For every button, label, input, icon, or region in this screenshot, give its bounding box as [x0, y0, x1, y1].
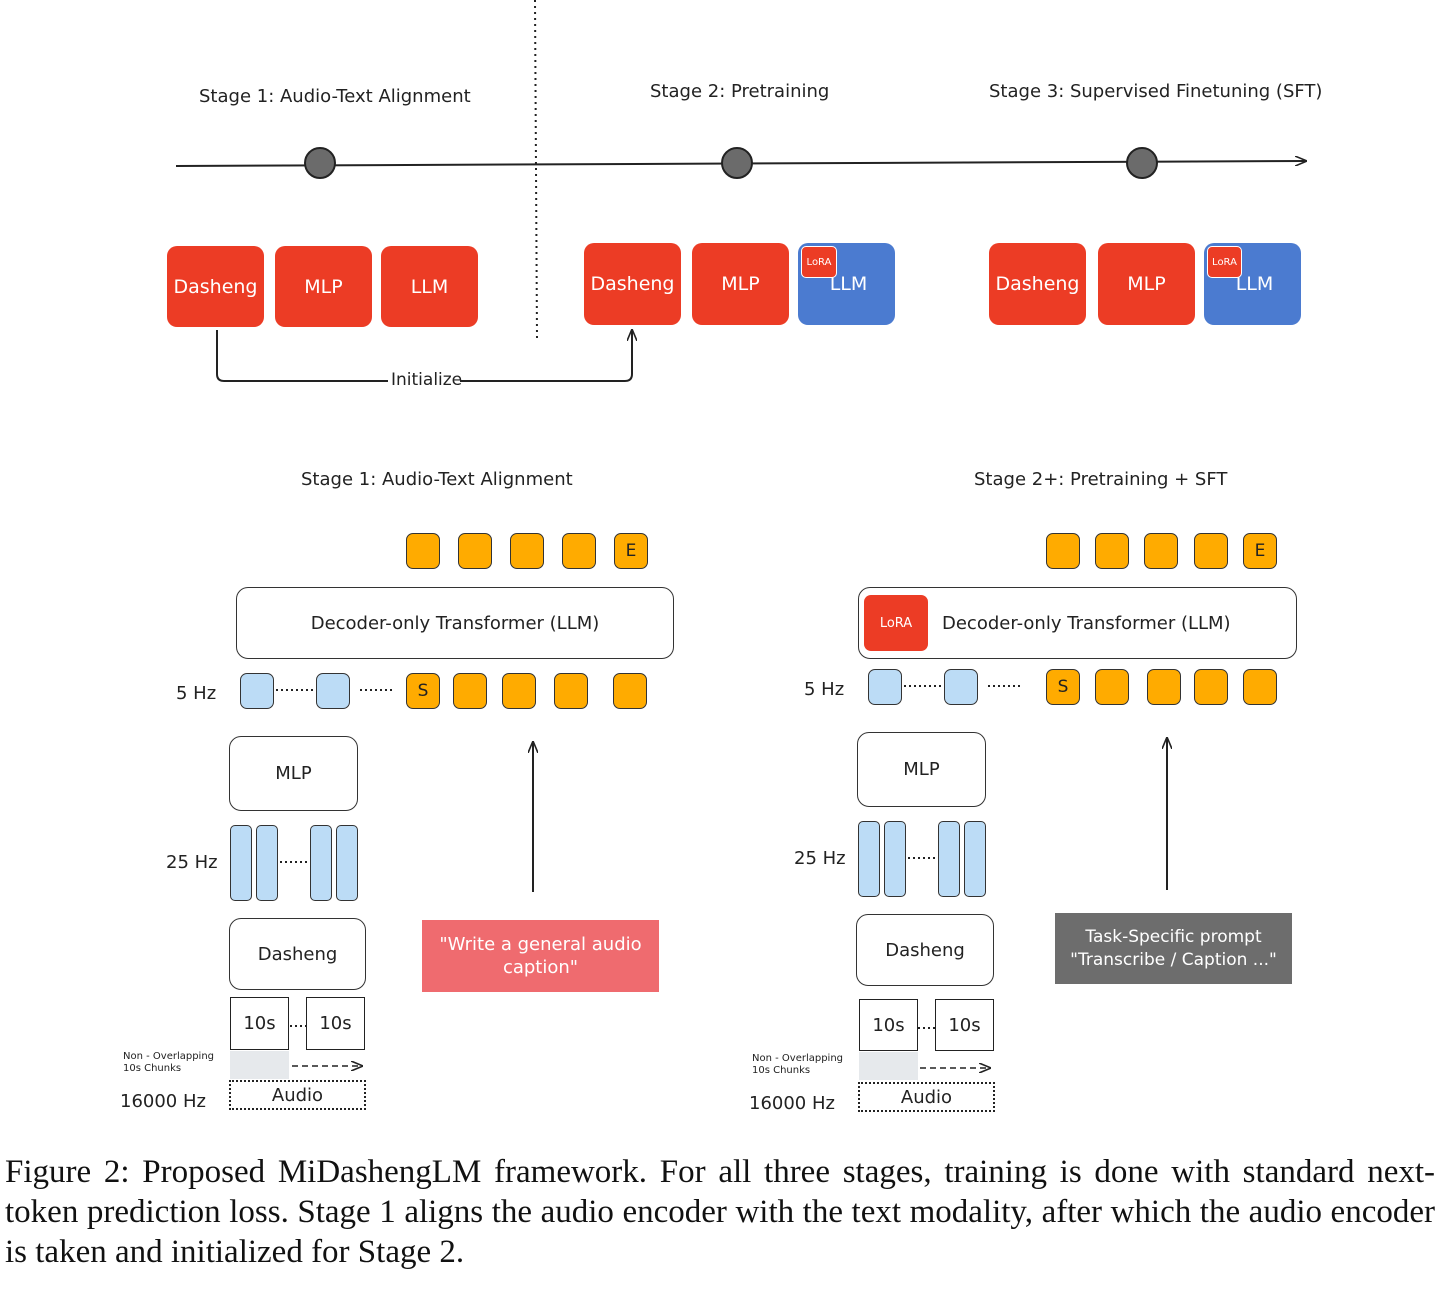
right-chunk-1: 10s — [859, 999, 918, 1051]
left-chunk-window — [230, 1051, 289, 1079]
left-transformer-box: Decoder-only Transformer (LLM) — [236, 587, 674, 659]
top-stage3-title: Stage 3: Supervised Finetuning (SFT) — [989, 81, 1323, 102]
left-encoder-frame — [230, 825, 252, 901]
stage2-dasheng-block: Dasheng — [584, 243, 681, 325]
right-encoder-frame — [938, 821, 960, 897]
stage1-mlp-block: MLP — [275, 246, 372, 327]
left-chunk-2: 10s — [306, 997, 365, 1050]
left-output-token — [562, 533, 596, 569]
initialize-label: Initialize — [391, 370, 463, 390]
right-audio-box: Audio — [858, 1082, 995, 1112]
left-dasheng-box: Dasheng — [229, 918, 366, 990]
left-text-token — [613, 673, 647, 709]
right-transformer-box: LoRA Decoder-only Transformer (LLM) — [858, 587, 1297, 659]
right-rate-25hz: 25 Hz — [794, 848, 846, 869]
right-output-token — [1194, 533, 1228, 569]
stage1-llm-block: LLM — [381, 246, 478, 327]
top-stage2-title: Stage 2: Pretraining — [650, 81, 830, 102]
right-end-token: E — [1243, 533, 1277, 569]
left-end-token: E — [614, 533, 648, 569]
right-prompt-line1: Task-Specific prompt — [1085, 926, 1262, 947]
right-audio-token — [868, 669, 902, 705]
right-text-token — [1095, 669, 1129, 705]
left-output-token — [458, 533, 492, 569]
initialize-connector — [216, 330, 388, 382]
timeline-dot-stage3 — [1126, 147, 1158, 179]
stage3-llm-label: LLM — [1235, 273, 1274, 295]
left-rate-audio: 16000 Hz — [120, 1091, 206, 1112]
right-panel-title: Stage 2+: Pretraining + SFT — [974, 469, 1228, 490]
right-lora-block: LoRA — [864, 595, 928, 651]
top-stage1-title: Stage 1: Audio-Text Alignment — [199, 86, 471, 107]
left-rate-5hz: 5 Hz — [176, 683, 217, 704]
left-prompt-box: "Write a general audio caption" — [422, 920, 659, 992]
stage2-lora-badge: LoRA — [801, 246, 837, 278]
stage1-dasheng-block: Dasheng — [167, 246, 264, 327]
right-chunk-note-2: 10s Chunks — [752, 1065, 811, 1076]
left-mlp-box: MLP — [229, 736, 358, 811]
stage3-mlp-block: MLP — [1098, 243, 1195, 325]
stage-divider — [534, 0, 538, 339]
left-encoder-frame — [336, 825, 358, 901]
right-encoder-frame — [858, 821, 880, 897]
left-text-token — [502, 673, 536, 709]
left-text-token — [453, 673, 487, 709]
right-text-token — [1147, 669, 1181, 705]
left-chunk-note-2: 10s Chunks — [123, 1063, 182, 1074]
left-audio-token — [316, 673, 350, 709]
right-output-token — [1046, 533, 1080, 569]
right-rate-5hz: 5 Hz — [804, 679, 845, 700]
right-text-token — [1194, 669, 1228, 705]
left-text-token — [554, 673, 588, 709]
left-panel-title: Stage 1: Audio-Text Alignment — [301, 469, 573, 490]
right-audio-label: Audio — [900, 1086, 953, 1108]
right-rate-audio: 16000 Hz — [749, 1093, 835, 1114]
right-chunk-note-1: Non - Overlapping — [752, 1053, 844, 1064]
left-chunk-note-1: Non - Overlapping — [123, 1051, 215, 1062]
left-start-token: S — [406, 673, 440, 709]
right-chunk-2: 10s — [935, 999, 994, 1051]
left-output-token — [510, 533, 544, 569]
right-output-token — [1144, 533, 1178, 569]
stage3-lora-badge: LoRA — [1207, 246, 1242, 278]
left-chunk-1: 10s — [230, 997, 289, 1050]
left-audio-token — [240, 673, 274, 709]
right-dasheng-box: Dasheng — [856, 914, 994, 986]
stage2-llm-label: LLM — [829, 273, 868, 295]
figure-caption: Figure 2: Proposed MiDashengLM framework… — [5, 1154, 1435, 1270]
left-audio-box: Audio — [229, 1080, 366, 1110]
left-encoder-frame — [256, 825, 278, 901]
timeline-dot-stage2 — [721, 147, 753, 179]
right-encoder-frame — [964, 821, 986, 897]
left-encoder-frame — [310, 825, 332, 901]
timeline-dot-stage1 — [304, 147, 336, 179]
left-rate-25hz: 25 Hz — [166, 852, 218, 873]
right-chunk-window — [859, 1052, 918, 1080]
right-text-token — [1243, 669, 1277, 705]
stage2-mlp-block: MLP — [692, 243, 789, 325]
right-encoder-frame — [884, 821, 906, 897]
right-transformer-label: Decoder-only Transformer (LLM) — [942, 612, 1231, 634]
left-output-token — [406, 533, 440, 569]
right-prompt-line2: "Transcribe / Caption ..." — [1070, 949, 1277, 970]
right-prompt-box: Task-Specific prompt "Transcribe / Capti… — [1055, 913, 1292, 984]
left-prompt-text: "Write a general audio caption" — [439, 934, 642, 978]
right-audio-token — [944, 669, 978, 705]
left-audio-label: Audio — [271, 1084, 324, 1106]
right-output-token — [1095, 533, 1129, 569]
right-start-token: S — [1046, 669, 1080, 705]
stage3-dasheng-block: Dasheng — [989, 243, 1086, 325]
right-mlp-box: MLP — [857, 732, 986, 807]
